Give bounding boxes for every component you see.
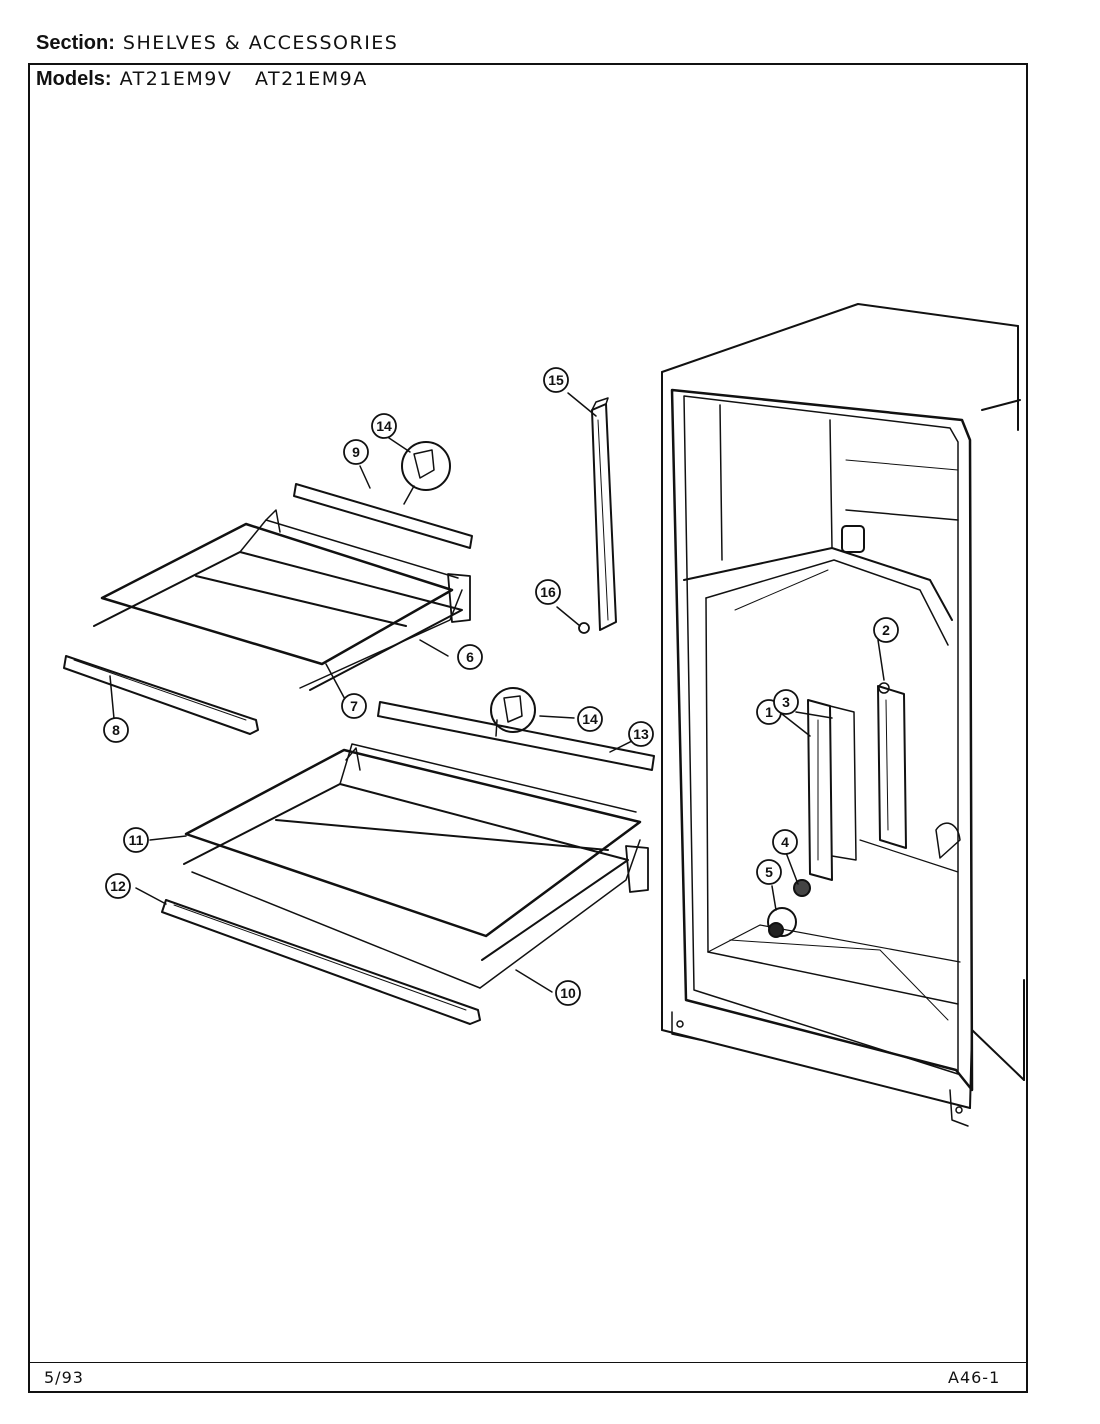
callout-number: 15 bbox=[548, 372, 564, 388]
callout-circle bbox=[341, 693, 367, 719]
callout-number: 9 bbox=[352, 444, 360, 460]
callout-15: 15 bbox=[543, 367, 569, 393]
callout-number: 16 bbox=[540, 584, 556, 600]
callout-9: 9 bbox=[343, 439, 369, 465]
callout-14: 14 bbox=[371, 413, 397, 439]
callout-circle bbox=[628, 721, 654, 747]
callout-number: 8 bbox=[112, 722, 120, 738]
callout-circle bbox=[773, 689, 799, 715]
footer-page-code: A46-1 bbox=[948, 1368, 1001, 1387]
callout-number: 12 bbox=[110, 878, 126, 894]
callout-7: 7 bbox=[341, 693, 367, 719]
models-list: AT21EM9V AT21EM9A bbox=[119, 68, 368, 90]
models-header: Models: AT21EM9V AT21EM9A bbox=[36, 68, 368, 91]
footer-rule bbox=[28, 1362, 1028, 1363]
section-label: Section: bbox=[36, 32, 115, 54]
callout-10: 10 bbox=[555, 980, 581, 1006]
callout-number: 7 bbox=[350, 698, 358, 714]
leader-lines bbox=[109, 392, 885, 993]
callout-number: 1 bbox=[765, 704, 773, 720]
lower-shelf-assembly bbox=[161, 701, 655, 1025]
section-title: SHELVES & ACCESSORIES bbox=[122, 32, 399, 54]
callout-number: 5 bbox=[765, 864, 773, 880]
callout-2: 2 bbox=[873, 617, 899, 643]
callout-number: 13 bbox=[633, 726, 649, 742]
callout-circle bbox=[105, 873, 131, 899]
callout-5: 5 bbox=[756, 859, 782, 885]
callout-circle bbox=[873, 617, 899, 643]
upper-shelf-assembly bbox=[63, 483, 473, 735]
callout-number: 11 bbox=[129, 832, 144, 848]
callout-16: 16 bbox=[535, 579, 561, 605]
callout-circle bbox=[577, 706, 603, 732]
callout-6: 6 bbox=[457, 644, 483, 670]
detail-circle-lower bbox=[490, 687, 536, 733]
callout-8: 8 bbox=[103, 717, 129, 743]
callout-number: 6 bbox=[466, 649, 474, 665]
callout-number: 3 bbox=[782, 694, 790, 710]
detail-circle-upper bbox=[401, 441, 451, 491]
shelf-ladder bbox=[591, 397, 617, 631]
callout-13: 13 bbox=[628, 721, 654, 747]
callout-number: 14 bbox=[376, 418, 392, 434]
callout-circle bbox=[535, 579, 561, 605]
callout-12: 12 bbox=[105, 873, 131, 899]
shelf-bracket-left bbox=[807, 699, 857, 881]
callout-3: 3 bbox=[773, 689, 799, 715]
callout-circle bbox=[772, 829, 798, 855]
shelf-ladder-clip bbox=[578, 622, 590, 634]
section-header: Section: SHELVES & ACCESSORIES bbox=[36, 32, 398, 55]
shelf-bracket-right bbox=[877, 682, 907, 849]
callout-circle bbox=[123, 827, 149, 853]
footer-date: 5/93 bbox=[44, 1368, 84, 1387]
callout-number: 4 bbox=[781, 834, 789, 850]
callout-circle bbox=[371, 413, 397, 439]
screw-and-spacer bbox=[767, 879, 811, 938]
callout-number: 2 bbox=[882, 622, 890, 638]
callout-4: 4 bbox=[772, 829, 798, 855]
callout-number: 14 bbox=[582, 711, 598, 727]
callout-circle bbox=[103, 717, 129, 743]
callout-number: 10 bbox=[560, 985, 576, 1001]
callout-circle bbox=[543, 367, 569, 393]
refrigerator-cabinet bbox=[661, 303, 1025, 1127]
callout-11: 11 bbox=[123, 827, 149, 853]
callout-circle bbox=[457, 644, 483, 670]
callout-circle bbox=[756, 859, 782, 885]
diagram-frame bbox=[28, 63, 1028, 1393]
callout-14: 14 bbox=[577, 706, 603, 732]
callout-circle bbox=[343, 439, 369, 465]
models-label: Models: bbox=[36, 68, 112, 90]
callout-circle bbox=[555, 980, 581, 1006]
